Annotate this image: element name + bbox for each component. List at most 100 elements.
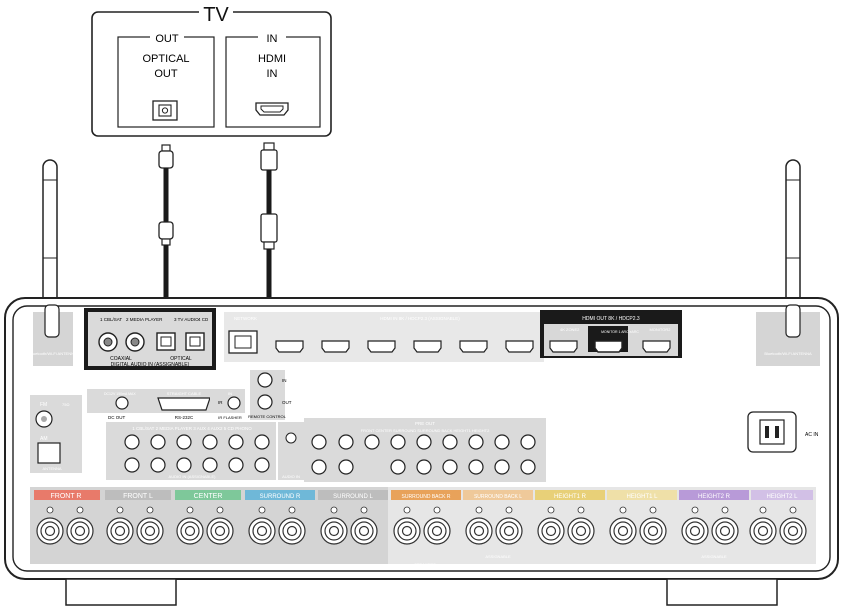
antenna-right-label: Bluetooth/Wi-Fi ANTENNA — [764, 351, 812, 356]
digital-audio-in-section: 1 CBL/SAT 2 MEDIA PLAYER 3 TV AUDIO 4 CD… — [84, 308, 216, 370]
optical-label: OPTICAL — [170, 356, 192, 362]
hdmi-out-monitor2-label: MONITOR2 — [649, 327, 671, 332]
front-l-strip — [105, 490, 171, 500]
binding-post — [711, 506, 739, 545]
tv-in-label: IN — [267, 33, 278, 45]
hdmi-out-monitor2-port — [642, 340, 671, 353]
binding-post — [537, 506, 565, 545]
surround-back-l-strip — [463, 490, 533, 500]
height2-l-strip — [751, 490, 813, 500]
tv-optical-out-line1: OPTICAL — [142, 53, 189, 65]
binding-post — [320, 506, 348, 545]
assignable-label-2: ASSIGNABLE — [701, 554, 727, 559]
speaker-label-front-l: FRONT L — [123, 493, 153, 500]
center-strip — [175, 490, 241, 500]
coaxial-label: COAXIAL — [110, 356, 132, 362]
antenna-right — [785, 159, 801, 306]
hdmi-out-monitor1-label: MONITOR 1 ARC eARC — [601, 330, 639, 334]
binding-post — [681, 506, 709, 545]
speaker-terminals: FRONT R FRONT L CENTER SURROUND R SURROU… — [30, 487, 816, 567]
surround-back-r-strip — [391, 490, 461, 500]
assignable-label-1: ASSIGNABLE — [485, 554, 511, 559]
digital-port4-label: 4 CD — [198, 317, 209, 322]
binding-post — [609, 506, 637, 545]
ir-label: IR — [218, 400, 223, 405]
binding-post — [248, 506, 276, 545]
am-label: AM — [40, 436, 48, 442]
fm-label: FM — [40, 402, 47, 408]
front-r-strip — [34, 490, 100, 500]
surround-r-strip — [245, 490, 315, 500]
digital-port2-label: 2 MEDIA PLAYER — [126, 317, 163, 322]
foot-left — [65, 578, 177, 606]
height1-r-strip — [535, 490, 605, 500]
digital-port3-label: 3 TV AUDIO — [174, 317, 199, 322]
speakers-label: SPEAKERS — [414, 562, 436, 567]
binding-post — [278, 506, 306, 545]
mid-row: DC12V 150mA MAX DC OUT STRAIGHT CABLE RS… — [30, 370, 819, 482]
surround-l-strip — [318, 490, 388, 500]
pre-out-header: FRONT CENTER SURROUND SURROUND BACK HEIG… — [361, 428, 490, 433]
binding-post — [779, 506, 807, 545]
binding-post — [495, 506, 523, 545]
tv-hdmi-in-line1: HDMI — [258, 53, 286, 65]
antenna-left-label: Bluetooth/Wi-Fi ANTENNA — [29, 351, 77, 356]
hdmi-out-section: HDMI OUT 8K / HDCP2.3 4K ZONE2 MONITOR 1… — [540, 310, 682, 358]
hdmi-out-monitor1-port — [594, 340, 623, 353]
ac-in-label: AC IN — [805, 432, 819, 438]
tv-unit: TV OUT OPTICAL OUT IN HDMI IN — [91, 3, 332, 137]
speaker-label-surround-r: SURROUND R — [260, 494, 301, 500]
hdmi-out-zone2-label: 4K ZONE2 — [560, 327, 580, 332]
hdmi-out-zone2-port — [549, 340, 578, 353]
speaker-binding-posts — [36, 506, 807, 545]
fm-ohm-label: 75Ω — [62, 402, 69, 407]
binding-post — [749, 506, 777, 545]
binding-post — [393, 506, 421, 545]
dc-out-spec: DC12V 150mA MAX — [104, 392, 136, 396]
hdmi-out-header: HDMI OUT 8K / HDCP2.3 — [582, 316, 640, 322]
speaker-label-surround-l: SURROUND L — [333, 494, 373, 500]
digital-port1-label: 1 CBL/SAT — [100, 317, 122, 322]
height2-r-strip — [679, 490, 749, 500]
binding-post — [423, 506, 451, 545]
rs232c-label: RS-232C — [175, 415, 194, 420]
foot-right — [666, 578, 778, 606]
audio-in-label: AUDIO IN (ASSIGNABLE) — [169, 474, 217, 479]
speaker-label-front-r: FRONT R — [51, 493, 82, 500]
binding-post — [106, 506, 134, 545]
tv-optical-port-icon — [152, 100, 178, 121]
binding-post — [176, 506, 204, 545]
speaker-label-height1-r: HEIGHT1 R — [554, 494, 587, 500]
antenna-terminal-label: ANTENNA — [42, 466, 61, 471]
binding-post — [350, 506, 378, 545]
antenna-left — [42, 159, 58, 306]
binding-post — [206, 506, 234, 545]
ir-flasher-label: IR FLASHER — [218, 415, 242, 420]
dc-out-label: DC OUT — [108, 415, 125, 420]
dc-out-jack — [115, 396, 129, 410]
binding-post — [66, 506, 94, 545]
ir-in-small-label: IN — [228, 391, 232, 396]
speaker-label-surround-back-l: SURROUND BACK L — [474, 494, 522, 500]
remote-out-label: OUT — [282, 400, 292, 405]
tv-out-label: OUT — [155, 33, 179, 45]
pre-out-title: PRE OUT — [415, 421, 435, 426]
pre-out-jacks — [311, 434, 536, 475]
rs232c-port — [157, 397, 211, 411]
height1-l-strip — [607, 490, 677, 500]
audio-in-small-label: AUDIO IN — [282, 474, 300, 479]
hdmi-in-header: HDMI IN 8K / HDCP2.3 (ASSIGNABLE) — [380, 316, 460, 321]
speaker-label-height1-l: HEIGHT1 L — [626, 494, 658, 500]
speaker-label-height2-r: HEIGHT2 R — [698, 494, 731, 500]
remote-in-jack — [257, 372, 273, 388]
binding-post — [639, 506, 667, 545]
binding-post — [36, 506, 64, 545]
binding-post — [567, 506, 595, 545]
network-label: NETWORK — [234, 316, 257, 321]
remote-control-label: REMOTE CONTROL — [248, 414, 287, 419]
digital-audio-section-label: DIGITAL AUDIO IN (ASSIGNABLE) — [111, 362, 190, 368]
rs232c-title: STRAIGHT CABLE — [167, 391, 202, 396]
speaker-label-center: CENTER — [194, 493, 223, 500]
hdmi-in-ports — [275, 340, 534, 353]
